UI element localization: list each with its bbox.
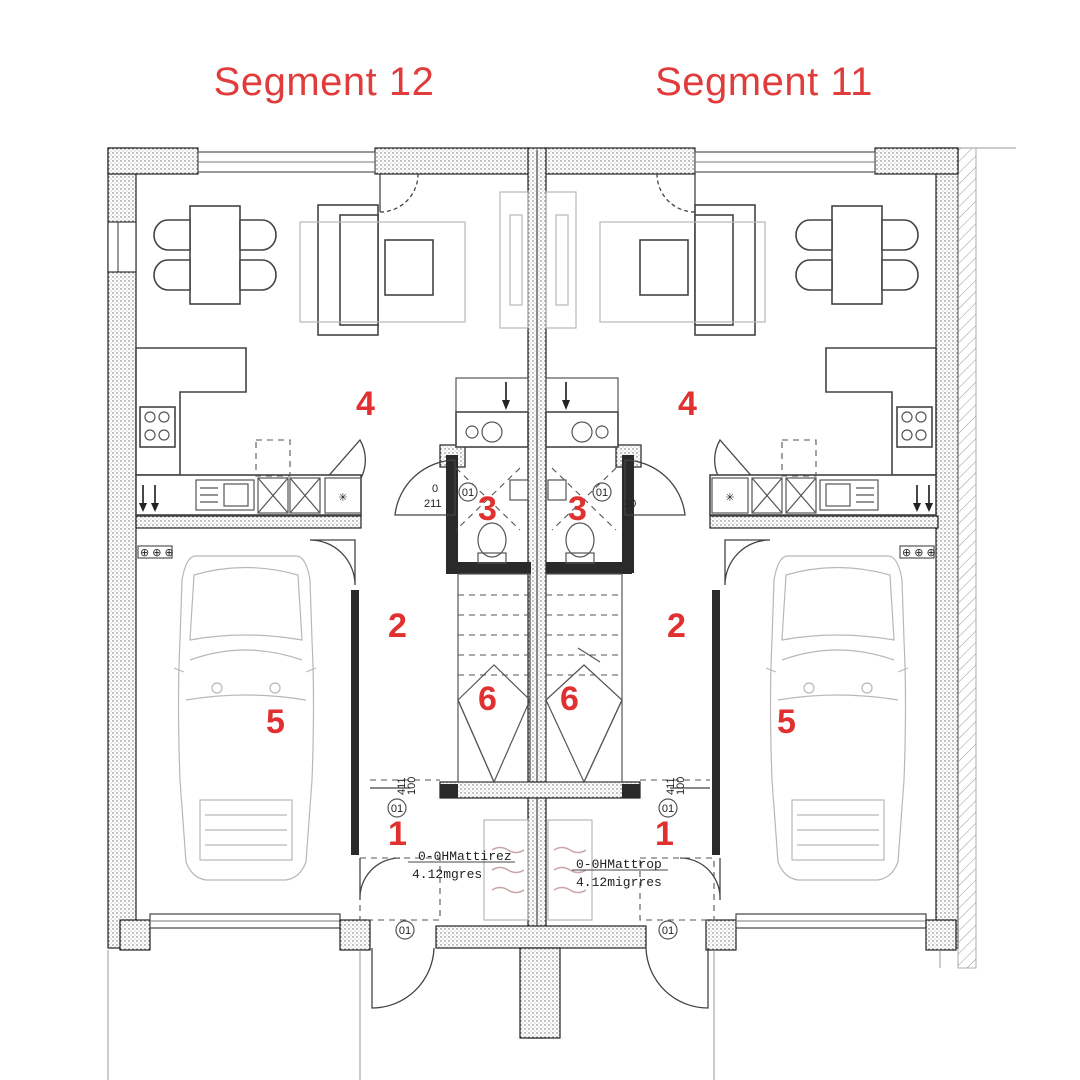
right-wc-dim: 10 [624, 498, 636, 510]
svg-text:⊕ ⊕ ⊕: ⊕ ⊕ ⊕ [140, 547, 174, 559]
svg-text:✳: ✳ [338, 492, 347, 504]
right-room-5-label: 5 [777, 703, 796, 741]
left-room-5-label: 5 [266, 703, 285, 741]
right-room-3-label: 3 [568, 490, 587, 528]
svg-text:01: 01 [662, 925, 674, 937]
left-room-6-label: 6 [478, 680, 497, 718]
left-dining-set [153, 205, 277, 305]
right-car [765, 555, 909, 881]
right-room-6-label: 6 [560, 680, 579, 718]
svg-text:01: 01 [596, 487, 608, 499]
left-cabinet-bottom [483, 819, 529, 921]
right-dining-set [795, 205, 919, 305]
svg-text:⊕ ⊕ ⊕: ⊕ ⊕ ⊕ [902, 547, 936, 559]
outer-walls [107, 147, 1016, 1080]
door-tags: 01 01 01 01 [387, 798, 678, 940]
left-area-label: 4.12mgres [412, 867, 482, 882]
right-room-4-label: 4 [678, 385, 697, 423]
right-area-label: 4.12migrres [576, 875, 662, 890]
left-car [173, 555, 317, 881]
right-code-label: 0-0HMattrop [576, 857, 662, 872]
svg-text:01: 01 [399, 925, 411, 937]
right-stairs [545, 573, 623, 784]
right-door-dim-b: 411 [665, 777, 677, 795]
segment-11-title: Segment 11 [655, 60, 873, 104]
right-room-1-label: 1 [655, 815, 674, 853]
right-room-2-label: 2 [667, 607, 686, 645]
segment-12-title: Segment 12 [213, 60, 435, 104]
right-sofa-set [545, 191, 766, 336]
left-room-3-label: 3 [478, 490, 497, 528]
left-sofa-set [299, 191, 529, 336]
left-wc-dim-b: 211 [424, 498, 442, 510]
left-code-label: 0-0HMattirez [418, 849, 512, 864]
svg-text:01: 01 [391, 803, 403, 815]
right-door-dim: 100 [675, 777, 687, 795]
left-door-dim: 100 [406, 777, 418, 795]
svg-text:01: 01 [462, 487, 474, 499]
left-wc-dim-a: 0 [432, 483, 438, 495]
left-room-1-label: 1 [388, 815, 407, 853]
left-door-dim-b: 411 [396, 777, 408, 795]
right-wc: 01 [545, 377, 619, 564]
left-stairs [457, 573, 531, 784]
left-wc: 01 [455, 377, 529, 564]
right-kitchen: ✳ ⊕ ⊕ ⊕ [709, 347, 937, 559]
svg-text:01: 01 [662, 803, 674, 815]
left-room-2-label: 2 [388, 607, 407, 645]
left-room-4-label: 4 [356, 385, 375, 423]
svg-text:✳: ✳ [725, 492, 734, 504]
left-kitchen: ✳ ⊕ ⊕ ⊕ [135, 347, 362, 559]
